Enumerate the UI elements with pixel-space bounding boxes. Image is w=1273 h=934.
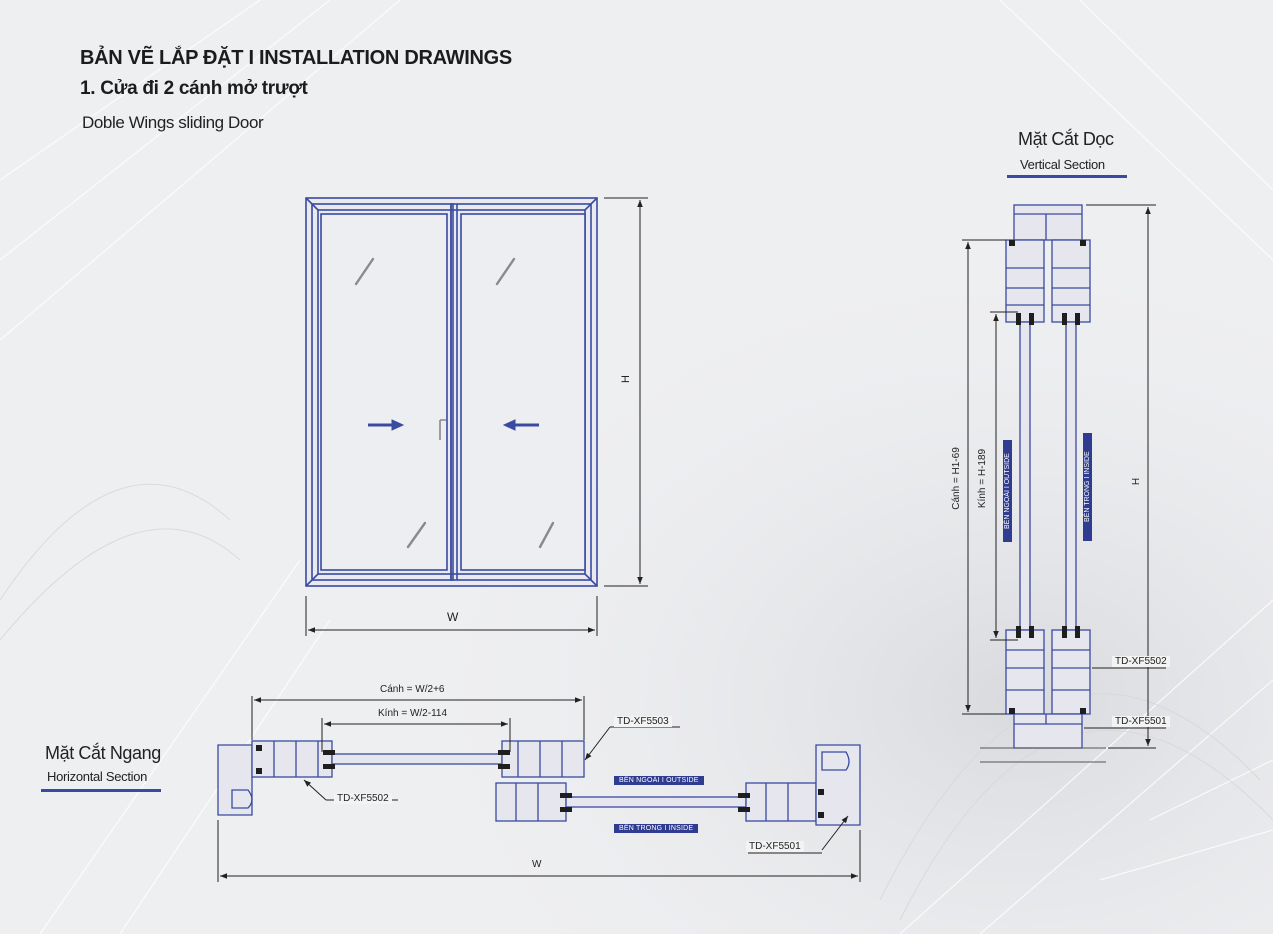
vertical-section-underline [1007, 175, 1127, 178]
horizontal-outside-tag: BÊN NGOÀI I OUTSIDE [614, 776, 704, 785]
horizontal-code-sash: TD-XF5502 [334, 793, 392, 804]
vertical-code-frame: TD-XF5501 [1112, 716, 1170, 727]
slide-arrows [368, 419, 539, 431]
vertical-inside-tag: BÊN TRONG I INSIDE [1083, 433, 1092, 541]
elevation-height-label: H [619, 375, 632, 383]
horizontal-section-dimensions [217, 696, 861, 882]
vertical-section-dimensions [962, 204, 1166, 749]
glass-reflections [354, 257, 555, 549]
vertical-section-drawing [1005, 204, 1091, 749]
elevation-dimensions [305, 197, 648, 636]
vertical-section-floor [980, 747, 1106, 763]
horizontal-section-gaskets [256, 745, 824, 818]
vertical-dim-sash: Cánh = H1-69 [950, 447, 962, 510]
horizontal-code-interlock: TD-XF5503 [614, 716, 672, 727]
vertical-dim-glass: Kính = H-189 [977, 448, 989, 509]
horizontal-dim-glass: Kính = W/2-114 [378, 708, 448, 719]
horizontal-code-frame: TD-XF5501 [746, 841, 804, 852]
horizontal-section-subtitle: Horizontal Section [47, 769, 148, 784]
door-handle-icon [439, 419, 446, 440]
vertical-code-sash: TD-XF5502 [1112, 656, 1170, 667]
vertical-section-subtitle: Vertical Section [1020, 157, 1105, 172]
horizontal-inside-tag: BÊN TRONG I INSIDE [614, 824, 699, 833]
vertical-dim-height: H [1131, 477, 1143, 486]
horizontal-dim-width: W [532, 859, 542, 870]
item-subtitle: Doble Wings sliding Door [82, 113, 264, 132]
item-title: 1. Cửa đi 2 cánh mở trượt [80, 78, 308, 99]
horizontal-dim-sash: Cánh = W/2+6 [380, 684, 445, 695]
horizontal-section-underline [41, 789, 161, 792]
vertical-outside-tag: BÊN NGOÀI I OUTSIDE [1003, 440, 1012, 542]
elevation-width-label: W [447, 610, 459, 624]
page-title: BẢN VẼ LẮP ĐẶT I INSTALLATION DRAWINGS [80, 47, 512, 69]
horizontal-section-title: Mặt Cắt Ngang [45, 743, 161, 763]
horizontal-section-drawing [217, 740, 861, 826]
vertical-section-gaskets [1009, 240, 1086, 714]
vertical-section-title: Mặt Cắt Dọc [1018, 129, 1114, 149]
door-elevation [305, 197, 598, 587]
